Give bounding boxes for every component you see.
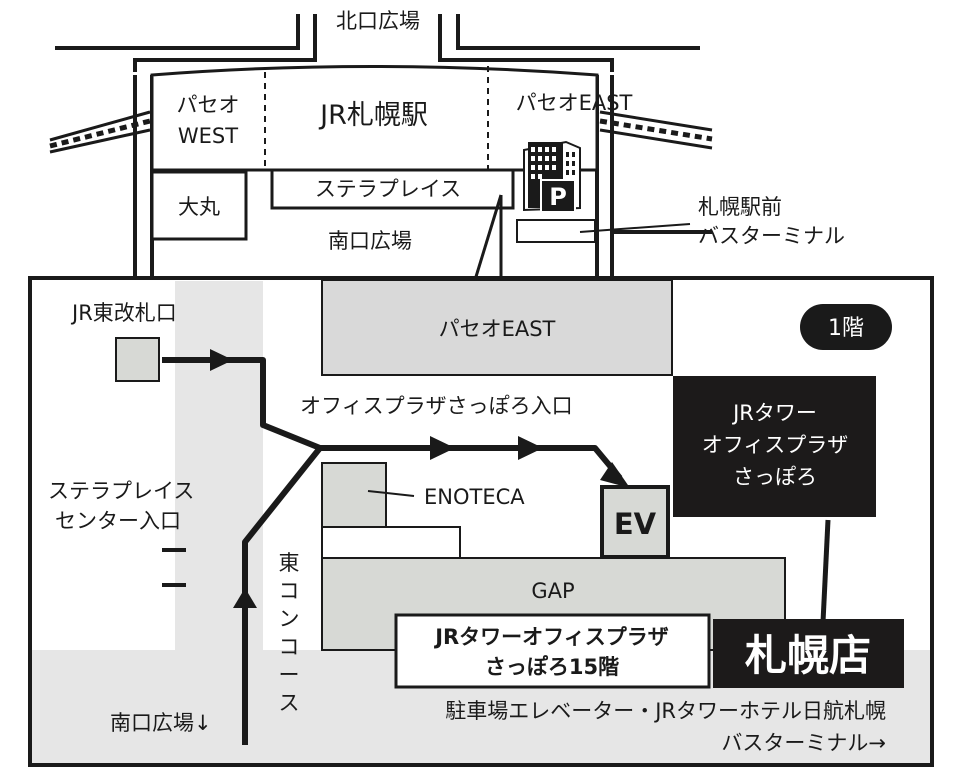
- daimaru-building: [150, 170, 248, 241]
- route-arrow-icon: [430, 436, 455, 460]
- paseo-east-label-top: パセオEAST: [516, 91, 633, 115]
- stellar-center-entrance-label-2: センター入口: [55, 509, 181, 533]
- sapporo-branch-box: [713, 619, 904, 688]
- bus-terminal-label-2: バスターミナル: [698, 224, 845, 248]
- parking-icon: [540, 179, 576, 213]
- railway-right: [599, 110, 713, 150]
- daimaru-label: 大丸: [178, 195, 220, 219]
- jr-tower-building-icon: P: [523, 140, 581, 213]
- enoteca-label: ENOTECA: [424, 485, 525, 509]
- parking-elevator-label: 駐車場エレベーター・JRタワーホテル日航札幌: [445, 699, 886, 723]
- route-arrow-icon: [518, 436, 543, 460]
- south-plaza-label-top: 南口広場: [328, 229, 412, 253]
- east-concourse-char: コ: [279, 579, 300, 603]
- floor-15-note-box: [394, 613, 711, 689]
- jr-tower-label-2: オフィスプラザ: [702, 433, 849, 457]
- route-arrow-icon: [600, 462, 630, 488]
- east-concourse-char: コ: [279, 635, 300, 659]
- station-building: [150, 65, 599, 172]
- floor-15-note-line-1: JRタワーオフィスプラザ: [433, 625, 669, 649]
- elevator-box: [600, 485, 670, 559]
- floor-15-note-line-2: さっぽろ15階: [485, 655, 619, 679]
- paseo-east-area: [321, 279, 673, 376]
- west-corridor: [175, 281, 263, 651]
- paseo-east-label: パセオEAST: [439, 317, 556, 341]
- east-concourse-char: ス: [279, 691, 300, 715]
- office-plaza-entrance-label: オフィスプラザさっぽろ入口: [300, 394, 573, 418]
- detail-map: パセオEAST 1階 JR東改札口 オフィスプラザさっぽろ入口 JRタワー オフ…: [28, 276, 934, 767]
- route-arrows: [210, 349, 630, 608]
- paseo-west-label-2: WEST: [178, 124, 238, 148]
- east-concourse-char: ー: [279, 663, 300, 687]
- railway-left: [49, 110, 151, 154]
- stellar-center-entrance-label-1: ステラプレイス: [48, 479, 194, 503]
- route-arrow-icon: [233, 588, 257, 608]
- enoteca-shop: [321, 462, 387, 528]
- jr-tower-label-1: JRタワー: [731, 401, 817, 425]
- gap-label: GAP: [531, 579, 574, 603]
- jr-tower-label-3: さっぽろ: [733, 465, 817, 489]
- bus-terminal-label-1: 札幌駅前: [698, 195, 782, 219]
- jr-tower-office-plaza-box: [673, 376, 876, 517]
- jr-east-gate-label: JR東改札口: [70, 301, 177, 325]
- elevator-label: EV: [614, 507, 657, 541]
- floor-badge-label: 1階: [828, 316, 864, 341]
- route-arrow-icon: [210, 349, 233, 371]
- jr-sapporo-station-label: JR札幌駅: [318, 100, 428, 131]
- paseo-west-label-1: パセオ: [177, 93, 240, 117]
- stellar-place-building: [270, 168, 515, 210]
- overview-map: パセオ WEST JR札幌駅 パセオEAST 北口広場 大丸 ステラプレイス 南…: [49, 9, 845, 282]
- entrance-marker-2: [162, 583, 186, 587]
- bus-terminal-right-label: バスターミナル→: [721, 731, 886, 755]
- shop-block: [321, 526, 461, 559]
- east-concourse-label: 東 コ ン コ ー ス: [279, 551, 300, 715]
- stellar-place-label: ステラプレイス: [315, 177, 461, 201]
- north-plaza-label: 北口広場: [336, 9, 420, 33]
- jr-east-gate-marker: [115, 337, 160, 382]
- east-concourse-char: ン: [279, 607, 300, 631]
- east-concourse-char: 東: [279, 551, 300, 575]
- walking-route: [162, 357, 623, 745]
- floor-badge: [800, 304, 892, 350]
- entrance-marker-1: [162, 548, 186, 552]
- south-plaza-down-label: 南口広場↓: [110, 711, 212, 735]
- sapporo-branch-label: 札幌店: [745, 631, 871, 680]
- parking-letter: P: [549, 183, 567, 211]
